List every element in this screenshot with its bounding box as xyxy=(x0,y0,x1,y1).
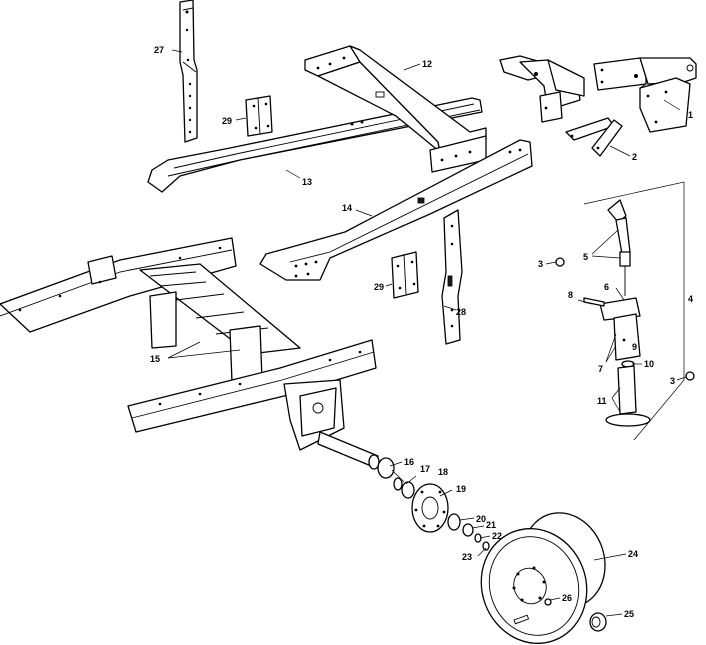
part-25-hub-cap xyxy=(589,612,607,632)
part-15-axle-frame xyxy=(0,237,379,469)
part-27-vertical-bracket xyxy=(179,0,198,143)
callout-11: 11 xyxy=(597,396,607,406)
callout-5: 5 xyxy=(583,252,588,262)
callout-21: 21 xyxy=(486,520,496,530)
part-24-wheel-rim xyxy=(480,512,606,644)
callout-24: 24 xyxy=(628,549,638,559)
callout-6: 6 xyxy=(604,282,609,292)
part-1-hitch-plate xyxy=(593,57,697,133)
callout-4: 4 xyxy=(688,294,693,304)
callout-15: 15 xyxy=(150,354,160,364)
callout-29-lower: 29 xyxy=(374,282,384,292)
callout-1: 1 xyxy=(688,110,693,120)
part-29-plate-upper xyxy=(245,95,273,137)
callout-19: 19 xyxy=(456,484,466,494)
callout-labels: 1 2 3 3 4 5 6 7 8 9 10 11 12 13 14 15 16… xyxy=(150,45,693,619)
part-26-nut xyxy=(544,598,552,606)
callout-2: 2 xyxy=(632,152,637,162)
callout-13: 13 xyxy=(302,177,312,187)
callout-28: 28 xyxy=(456,307,466,317)
callout-27: 27 xyxy=(154,45,164,55)
callout-29-upper: 29 xyxy=(222,116,232,126)
part-3-nut-right xyxy=(685,371,695,381)
callout-12: 12 xyxy=(422,59,432,69)
callout-23: 23 xyxy=(462,552,472,562)
part-2-tow-bracket xyxy=(499,55,623,157)
callout-17: 17 xyxy=(420,464,430,474)
callout-7: 7 xyxy=(598,364,603,374)
callout-20: 20 xyxy=(476,514,486,524)
part-28-vertical-strip xyxy=(441,209,463,345)
callout-3-left: 3 xyxy=(538,259,543,269)
callout-9: 9 xyxy=(632,342,637,352)
callout-26: 26 xyxy=(562,593,572,603)
part-14-side-rail-lower xyxy=(259,139,533,281)
part-4-jack-assembly xyxy=(583,181,685,441)
parts-16-23-hub-assembly xyxy=(368,454,490,551)
callout-16: 16 xyxy=(404,457,414,467)
part-13-side-rail xyxy=(147,97,483,193)
callout-25: 25 xyxy=(624,609,634,619)
callout-14: 14 xyxy=(342,203,352,213)
part-12-upper-frame xyxy=(304,45,487,173)
callout-10: 10 xyxy=(644,359,654,369)
callout-22: 22 xyxy=(492,531,502,541)
callout-leader-lines xyxy=(167,49,687,617)
callout-3-right: 3 xyxy=(670,376,675,386)
callout-18: 18 xyxy=(438,467,448,477)
part-29-plate-lower xyxy=(391,251,419,299)
part-3-nut-left xyxy=(555,257,565,267)
callout-8: 8 xyxy=(568,290,573,300)
